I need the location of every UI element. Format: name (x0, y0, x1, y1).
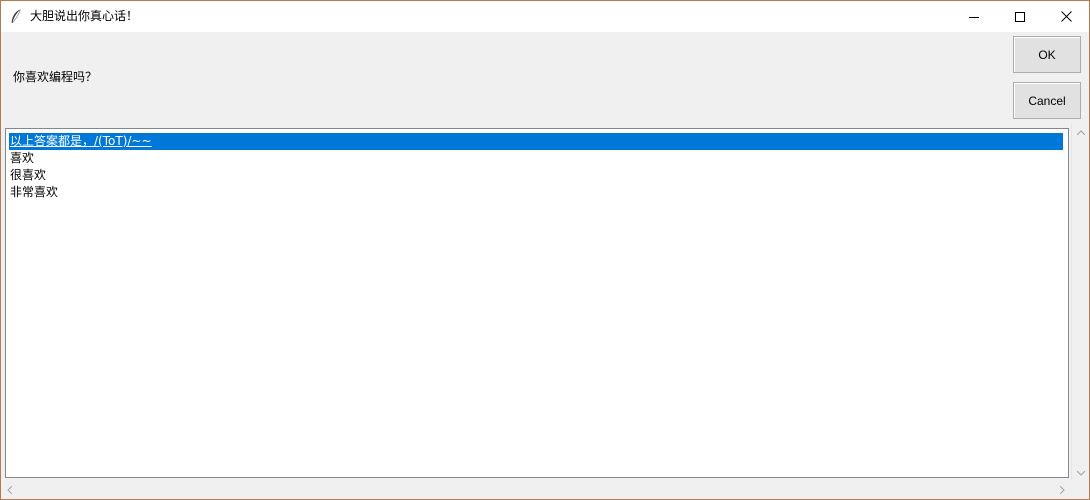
maximize-button[interactable] (997, 1, 1043, 32)
scroll-up-icon[interactable] (1072, 124, 1089, 141)
minimize-button[interactable] (951, 1, 997, 32)
window-title: 大胆说出你真心话！ (30, 9, 139, 23)
prompt-label: 你喜欢编程吗？ (13, 70, 98, 84)
vertical-scrollbar[interactable] (1071, 124, 1088, 482)
scroll-right-icon[interactable] (1054, 481, 1071, 499)
scrollbar-grip-icon (313, 495, 333, 499)
list-item[interactable]: 喜欢 (10, 151, 35, 165)
scrollbar-corner (1071, 481, 1089, 499)
close-button[interactable] (1043, 1, 1089, 32)
horizontal-scrollbar[interactable] (1, 481, 1071, 499)
minimize-icon (969, 16, 979, 18)
list-item[interactable]: 很喜欢 (10, 168, 47, 182)
feather-icon (10, 9, 22, 24)
list-item[interactable]: 以上答案都是，/(ToT)/~~ (9, 133, 1063, 150)
ok-button[interactable]: OK (1013, 36, 1081, 73)
cancel-button[interactable]: Cancel (1013, 82, 1081, 119)
title-bar[interactable]: 大胆说出你真心话！ (1, 1, 1089, 32)
list-item[interactable]: 非常喜欢 (10, 185, 59, 199)
scroll-down-icon[interactable] (1072, 465, 1089, 482)
close-icon (1060, 11, 1072, 22)
scroll-left-icon[interactable] (1, 481, 18, 499)
answer-listbox[interactable]: 以上答案都是，/(ToT)/~~ 喜欢 很喜欢 非常喜欢 (5, 128, 1069, 478)
maximize-icon (1015, 11, 1025, 22)
